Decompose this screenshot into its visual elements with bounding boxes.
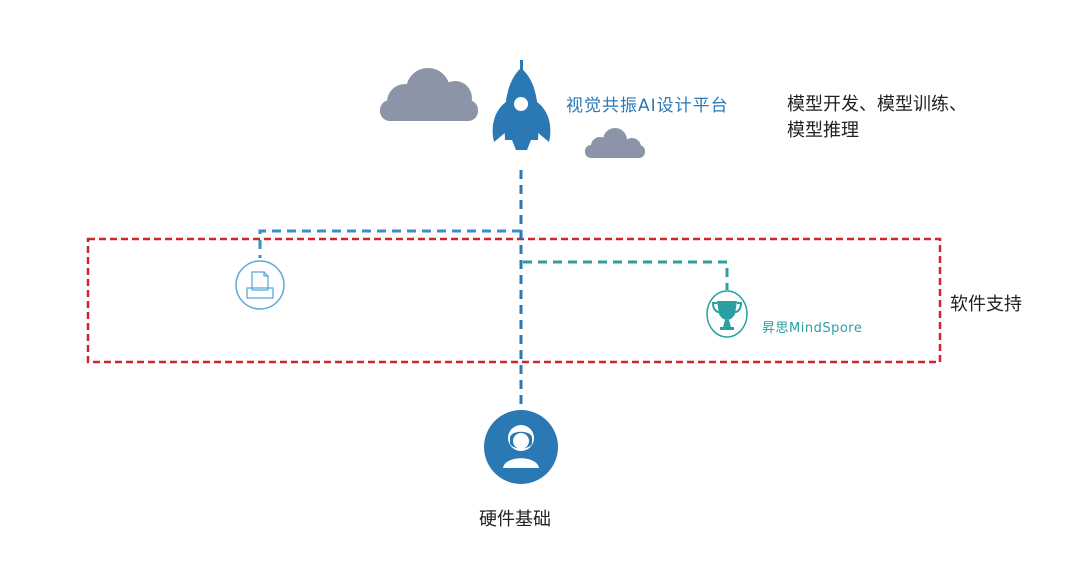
platform-description-line2: 模型推理 — [787, 120, 859, 141]
software-support-box — [86, 237, 942, 364]
software-support-label: 软件支持 — [950, 294, 1022, 315]
cloud-icon-large — [380, 68, 478, 121]
printer-icon — [235, 260, 285, 310]
platform-description-line1: 模型开发、模型训练、 — [787, 94, 967, 115]
platform-description: 模型开发、模型训练、 模型推理 — [787, 92, 967, 144]
rocket-icon — [492, 60, 551, 150]
hardware-label: 硬件基础 — [479, 509, 551, 530]
mindspore-connector-line — [523, 260, 729, 290]
cloud-icon-small — [585, 128, 645, 158]
platform-label: 视觉共振AI设计平台 — [566, 96, 729, 116]
mindspore-label: 昇思MindSpore — [762, 321, 863, 336]
printer-connector-line — [258, 229, 521, 258]
person-icon — [484, 410, 558, 484]
trophy-icon — [706, 290, 748, 338]
